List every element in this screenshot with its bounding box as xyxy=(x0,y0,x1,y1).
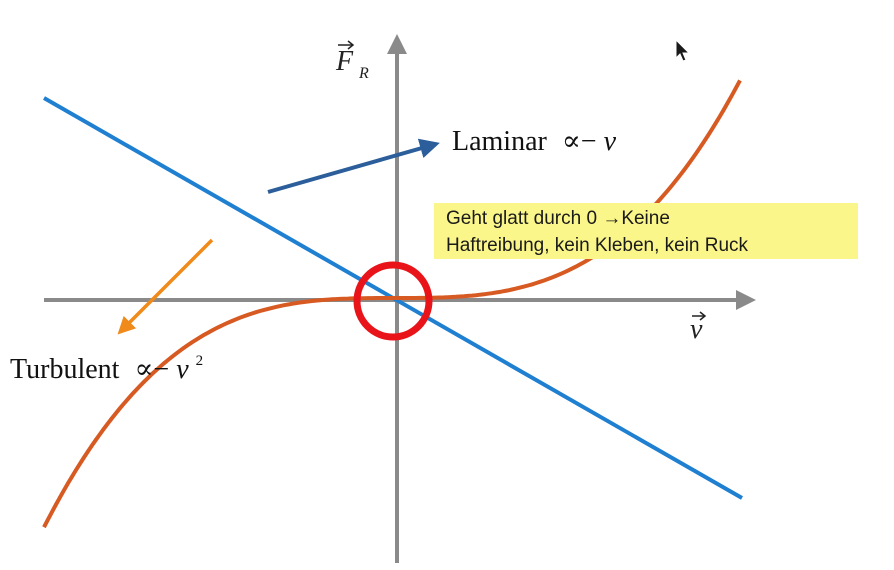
laminar-label: Laminar ∝− v xyxy=(452,126,617,157)
turbulent-label-variable: v xyxy=(176,354,189,385)
turbulent-label-exponent: 2 xyxy=(196,353,204,369)
turbulent-label: Turbulent ∝− v 2 xyxy=(10,353,203,385)
y-axis-label-subscript: R xyxy=(358,65,369,82)
x-axis-label: v xyxy=(690,311,707,345)
turbulent-label-text: Turbulent xyxy=(10,354,120,385)
note-line-1: Geht glatt durch 0 →Keine xyxy=(446,208,670,229)
note-line-2: Haftreibung, kein Kleben, kein Ruck xyxy=(446,235,749,256)
y-axis-label: F R xyxy=(335,40,369,82)
turbulent-label-formula: ∝− xyxy=(134,354,169,385)
origin-highlight-circle xyxy=(353,261,433,341)
y-vector-arrowhead-icon xyxy=(347,40,355,50)
turbulent-arrow xyxy=(117,238,214,335)
laminar-label-variable: v xyxy=(604,126,617,157)
y-axis-label-letter: F xyxy=(335,46,354,77)
note-box: Geht glatt durch 0 →Keine Haftreibung, k… xyxy=(434,203,858,259)
laminar-arrow xyxy=(267,138,440,194)
mouse-cursor-icon xyxy=(675,38,691,62)
laminar-label-formula: ∝− xyxy=(562,126,597,157)
laminar-label-text: Laminar xyxy=(452,126,548,157)
x-vector-arrowhead-icon xyxy=(699,311,707,321)
x-axis-label-letter: v xyxy=(690,314,703,345)
